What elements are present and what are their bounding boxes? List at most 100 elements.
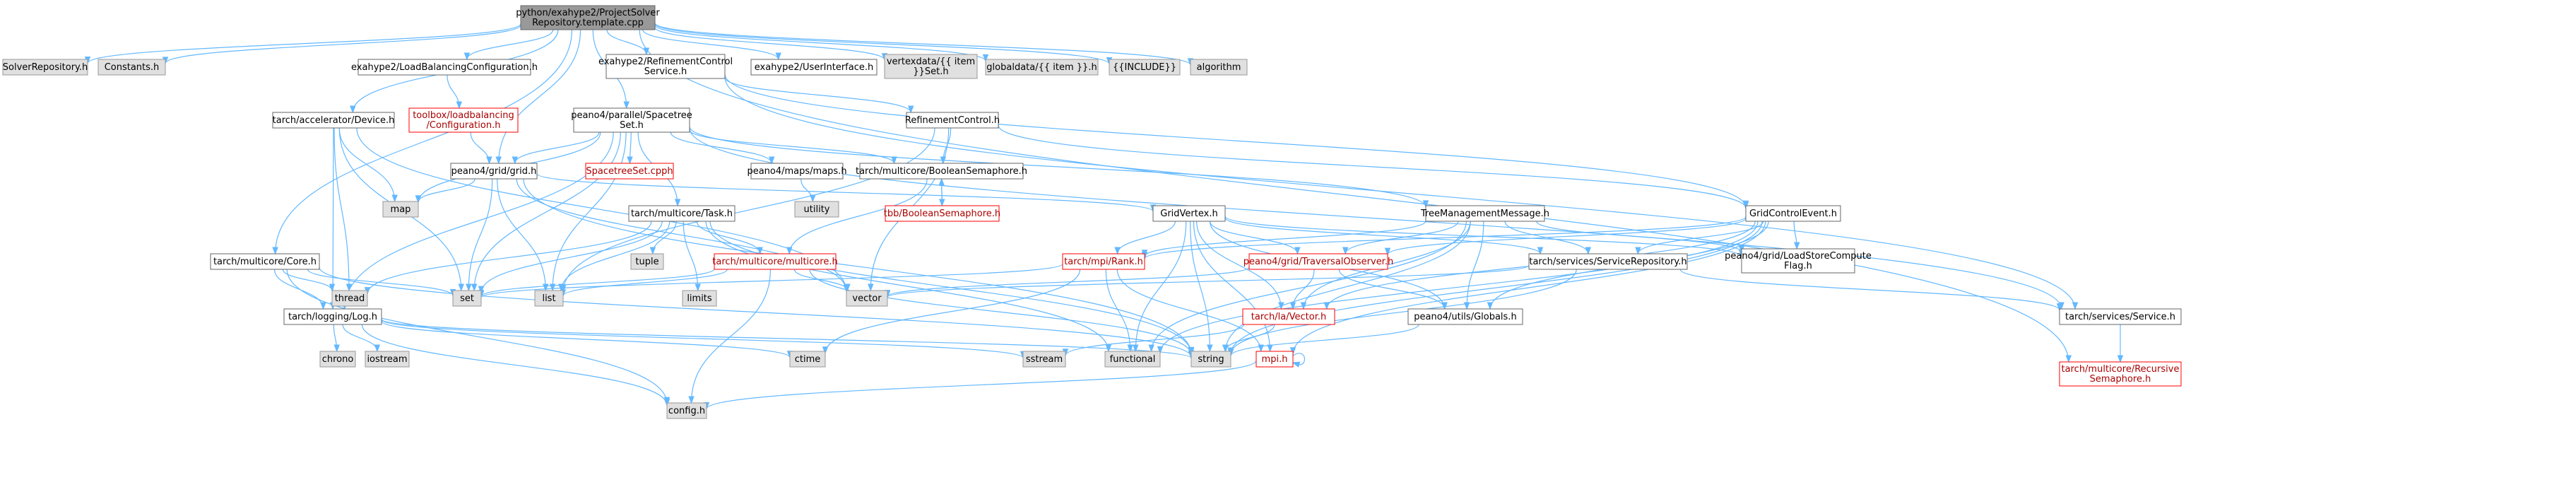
edge-arrowhead [391,194,398,203]
node-label: sstream [1026,354,1063,365]
node-sstream[interactable]: sstream [1022,351,1066,368]
node-box [1152,205,1226,222]
node-vectorla[interactable]: tarch/la/Vector.h [1242,308,1335,325]
edge-device-to-thread [333,127,353,292]
edge-arrowhead [558,283,565,292]
edge-arrowhead [1222,344,1229,353]
edge-arrowhead [463,52,471,61]
node-label: RefinementControl.h [905,115,1000,126]
node-core[interactable]: tarch/multicore/Core.h [210,253,320,270]
node-label: /Configuration.h [427,120,501,131]
node-root[interactable]: python/exahype2/ProjectSolverRepository.… [516,5,660,30]
node-chrono[interactable]: chrono [319,351,356,368]
edge-arrowhead [2065,355,2072,363]
edge-arrowhead [822,346,829,355]
node-functional[interactable]: functional [1104,351,1161,368]
node-box [682,290,717,307]
node-include[interactable]: {{INCLUDE}} [1109,59,1181,76]
edge-core-to-thread [282,269,336,292]
node-task[interactable]: tarch/multicore/Task.h [628,205,735,222]
node-service[interactable]: tarch/services/Service.h [2059,308,2182,325]
edge-core-to-config [286,269,670,405]
node-label: mpi.h [1262,354,1288,365]
edge-root-to-solverrepo [84,23,521,64]
node-treemgmt[interactable]: TreeManagementMessage.h [1420,205,1549,222]
node-grid[interactable]: peano4/grid/grid.h [450,163,538,180]
node-spacetreeset[interactable]: peano4/parallel/SpacetreeSet.h [571,107,692,133]
node-box [98,59,166,76]
node-list[interactable]: list [534,290,564,307]
node-vertexdata[interactable]: vertexdata/{{ item}}Set.h [884,54,978,79]
node-device[interactable]: tarch/accelerator/Device.h [272,112,395,129]
node-userif[interactable]: exahype2/UserInterface.h [750,59,878,76]
node-refctrl[interactable]: RefinementControl.h [905,112,1000,129]
node-spacetreesetcpph[interactable]: SpacetreeSet.cpph [585,163,674,180]
node-maps[interactable]: peano4/maps/maps.h [747,163,847,180]
node-label: tarch/multicore/multicore.h [712,257,837,267]
node-label: SpacetreeSet.cpph [586,166,673,177]
node-boolsem[interactable]: tarch/multicore/BooleanSemaphore.h [856,163,1027,180]
node-box [628,205,735,222]
node-label: }}Set.h [913,66,948,77]
node-label: exahype2/LoadBalancingConfiguration.h [351,62,538,73]
node-vector[interactable]: vector [846,290,888,307]
edge-treemgmt-to-string [1222,221,1471,353]
node-rank[interactable]: tarch/mpi/Rank.h [1062,253,1145,270]
node-box [906,112,999,129]
edge-arrowhead [512,156,519,165]
node-globals[interactable]: peano4/utils/Globals.h [1407,308,1523,325]
edge-spacetreeset-to-treemgmt [689,126,1429,209]
node-set[interactable]: set [452,290,482,307]
node-travobs[interactable]: peano4/grid/TraversalObserver.h [1243,253,1393,270]
node-box [1425,205,1545,222]
node-lbconf[interactable]: exahype2/LoadBalancingConfiguration.h [351,59,538,76]
node-thread[interactable]: thread [331,290,368,307]
edge-spacetreeset-to-spacetreesetcpph [627,131,633,165]
node-ctime[interactable]: ctime [789,351,826,368]
edge-gridctrl-to-svcrepo [1635,221,1764,255]
node-label: SolverRepository.h [3,62,88,73]
node-box [750,163,844,180]
node-solverrepo[interactable]: SolverRepository.h [2,59,88,76]
node-label: tuple [635,257,658,267]
node-iostream[interactable]: iostream [365,351,410,368]
node-box [331,290,368,307]
edge-arrowhead [649,247,656,255]
node-box [1104,351,1161,368]
node-tuple[interactable]: tuple [630,253,664,270]
edge-arrowhead [623,101,630,110]
node-algorithm[interactable]: algorithm [1190,59,1248,76]
edge-arrowhead [1289,347,1296,356]
node-gridvertex[interactable]: GridVertex.h [1152,205,1226,222]
edge-arrowhead [350,105,356,114]
node-log[interactable]: tarch/logging/Log.h [283,308,382,325]
node-tbbbool[interactable]: tbb/BooleanSemaphore.h [884,205,1000,222]
edge-arrowhead [333,344,340,353]
node-box [846,290,888,307]
node-label: GridVertex.h [1160,209,1217,219]
node-config[interactable]: config.h [666,402,707,419]
node-box [1190,59,1248,76]
node-mpi[interactable]: mpi.h [1255,351,1294,368]
node-constants[interactable]: Constants.h [98,59,166,76]
edge-arrowhead [868,283,874,292]
node-map[interactable]: map [382,201,419,218]
node-toolboxlb[interactable]: toolbox/loadbalancing/Configuration.h [408,107,519,133]
node-limits[interactable]: limits [682,290,717,307]
node-gridctrl[interactable]: GridControlEvent.h [1745,205,1841,222]
node-multicore[interactable]: tarch/multicore/multicore.h [712,253,838,270]
edge-grid-to-map [415,178,475,204]
node-svcrepo[interactable]: tarch/services/ServiceRepository.h [1528,253,1688,270]
node-label: vector [852,293,882,304]
node-utility[interactable]: utility [794,201,839,218]
node-box [210,253,320,270]
node-label: peano4/grid/grid.h [451,166,537,177]
edge-arrowhead [415,195,422,204]
node-string[interactable]: string [1190,351,1231,368]
node-box [630,253,664,270]
edge-root-to-core [272,29,573,255]
node-globaldata[interactable]: globaldata/{{ item }}.h [985,59,1099,76]
